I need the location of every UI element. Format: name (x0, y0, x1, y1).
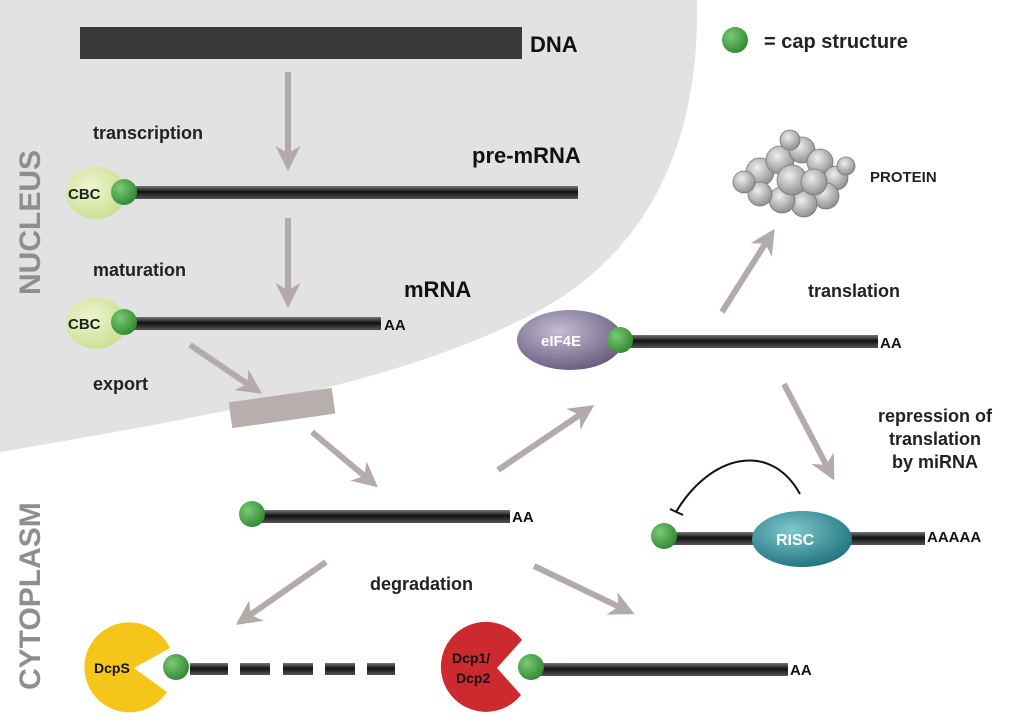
cap-icon-6 (163, 654, 189, 680)
arrow-to-protein (719, 228, 775, 314)
dcp2-label: Dcp2 (456, 670, 490, 686)
cap-icon-5 (651, 523, 677, 549)
arrow-export (188, 342, 263, 394)
pre-mrna-strand (126, 186, 578, 199)
step-transcription: transcription (93, 123, 203, 143)
cbc-label-1: CBC (68, 186, 101, 203)
step-repression-line2: translation (889, 429, 981, 449)
eif4e-mrna-tail: AA (880, 335, 902, 352)
nucleus-region (0, 0, 698, 452)
cytoplasm-mrna-tail: AA (512, 509, 534, 526)
dna-bar (80, 27, 522, 59)
risc-mrna-tail: AAAAA (927, 529, 981, 546)
arrow-to-risc (781, 382, 835, 481)
cap-icon-7 (518, 654, 544, 680)
risc-label: RISC (776, 532, 815, 549)
mrna-label: mRNA (404, 277, 471, 302)
inhibition-arc (675, 459, 801, 513)
step-repression-line3: by miRNA (892, 452, 978, 472)
risc-complex (752, 511, 852, 567)
eif4e-label: eIF4E (541, 333, 581, 350)
dna-label: DNA (530, 32, 578, 57)
arrow-to-dcps (235, 559, 328, 625)
arrow-to-cytoplasm (310, 429, 378, 488)
legend-cap-label: = cap structure (764, 31, 908, 53)
cbc-protein-1 (66, 167, 126, 219)
cap-icon-4 (607, 327, 633, 353)
dcps-enzyme (84, 622, 170, 713)
step-maturation: maturation (93, 260, 186, 280)
cytoplasm-label: CYTOPLASM (14, 502, 47, 690)
step-repression-line1: repression of (878, 406, 993, 426)
dcp12-mrna-tail: AA (790, 662, 812, 679)
step-export: export (93, 374, 148, 394)
mrna-tail: AA (384, 317, 406, 334)
cbc-label-2: CBC (68, 316, 101, 333)
eif4e-protein (517, 310, 623, 370)
degraded-mrna-fragments (190, 663, 395, 675)
step-translation: translation (808, 281, 900, 301)
mrna-strand (126, 317, 381, 330)
cap-icon-3 (239, 501, 265, 527)
protein-blob (732, 129, 856, 218)
cytoplasm-mrna-strand (252, 510, 510, 523)
legend-cap-icon (722, 27, 748, 53)
cbc-protein-2 (66, 297, 126, 349)
nuclear-pore (228, 387, 336, 429)
arrow-to-dcp12 (532, 563, 635, 615)
dcp1-label: Dcp1/ (452, 650, 490, 666)
inhibition-bar (669, 508, 684, 516)
eif4e-mrna-strand (620, 335, 878, 348)
dcp12-mrna-strand (530, 663, 788, 676)
cap-icon-2 (111, 309, 137, 335)
step-degradation: degradation (370, 574, 473, 594)
nucleus-label: NUCLEUS (14, 150, 47, 295)
arrow-to-eif4e (496, 405, 595, 473)
cap-icon-1 (111, 179, 137, 205)
dcp12-enzyme (440, 621, 522, 712)
protein-label: PROTEIN (870, 169, 937, 186)
dcps-label: DcpS (94, 660, 130, 676)
pre-mrna-label: pre-mRNA (472, 143, 581, 168)
